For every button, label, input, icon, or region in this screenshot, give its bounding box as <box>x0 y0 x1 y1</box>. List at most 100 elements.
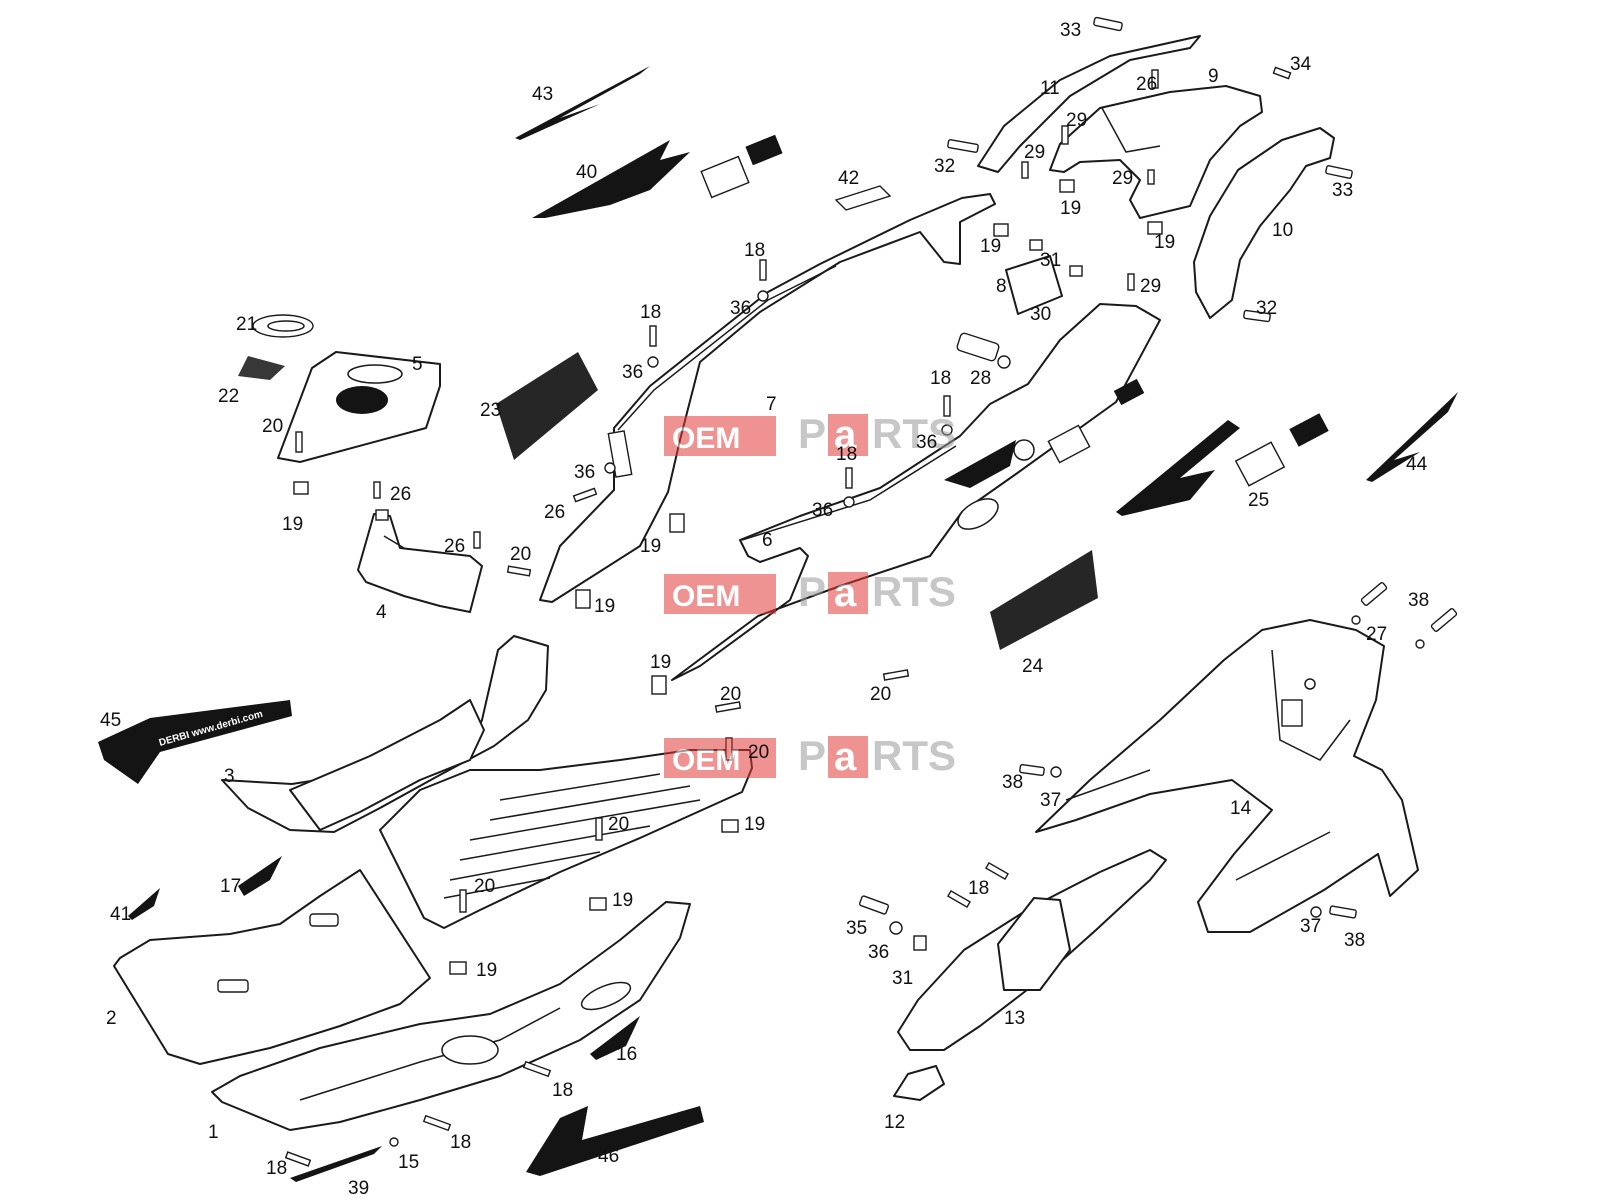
callout-31: 31 <box>1040 250 1061 271</box>
callout-7: 7 <box>766 394 777 415</box>
screw-18-h <box>985 861 1009 881</box>
screw-18-g <box>284 1151 312 1167</box>
callout-29: 29 <box>1112 168 1133 189</box>
decal-41 <box>128 888 160 920</box>
callout-10: 10 <box>1272 220 1293 241</box>
screw-20-a <box>506 565 532 577</box>
part-9-tail-cover <box>1049 85 1263 219</box>
watermark-2-a: a <box>834 571 857 615</box>
watermark-1-rts: RTS <box>872 410 956 457</box>
callout-21: 21 <box>236 314 257 335</box>
watermark-1: OEM P a RTS <box>664 410 956 457</box>
watermark-3-rts: RTS <box>872 732 956 779</box>
screw-33-top <box>1093 16 1123 32</box>
part-6-lower-panel <box>671 303 1161 681</box>
callout-14: 14 <box>1230 798 1252 819</box>
callout-18: 18 <box>968 878 989 899</box>
callout-20: 20 <box>510 544 531 565</box>
callout-44: 44 <box>1406 454 1428 475</box>
part-5-front-panel <box>277 351 441 463</box>
callout-36: 36 <box>916 432 937 453</box>
callout-22: 22 <box>218 386 239 407</box>
decal-42 <box>834 185 892 211</box>
callout-11: 11 <box>1040 78 1060 99</box>
decal-22 <box>238 356 285 380</box>
screw-18-c <box>943 395 951 417</box>
callout-20: 20 <box>720 684 741 705</box>
decal-21 <box>252 314 314 338</box>
decal-45: DERBI www.derbi.com <box>98 700 292 784</box>
callout-19: 19 <box>650 652 671 673</box>
callout-38: 38 <box>1344 930 1365 951</box>
washer-37-a <box>1050 766 1062 778</box>
watermark-3-a-block <box>828 736 868 778</box>
washer-27 <box>1351 615 1361 625</box>
screw-20-b <box>714 701 742 713</box>
washer-36-f <box>889 921 903 935</box>
screw-27 <box>1360 582 1388 606</box>
decal-43 <box>515 66 650 140</box>
callout-18: 18 <box>836 444 857 465</box>
watermark-2: OEM P a RTS <box>664 568 956 615</box>
callout-35: 35 <box>846 918 867 939</box>
callout-1: 1 <box>208 1122 219 1143</box>
watermark-2-block <box>664 574 776 614</box>
callout-17: 17 <box>220 876 241 897</box>
watermark-1-a: a <box>834 413 857 457</box>
screw-29-d <box>1127 273 1135 291</box>
clip-19-e <box>575 589 591 609</box>
callout-36: 36 <box>812 500 833 521</box>
part-13-inner-fender <box>897 849 1167 1051</box>
callout-31: 31 <box>892 968 913 989</box>
callout-18: 18 <box>930 368 951 389</box>
callout-40: 40 <box>576 162 597 183</box>
callout-26: 26 <box>544 502 565 523</box>
callout-36: 36 <box>730 298 751 319</box>
watermark-3-brand: OEM <box>672 744 740 777</box>
callout-8: 8 <box>996 276 1007 297</box>
clip-34 <box>1272 66 1292 80</box>
washer-36-c <box>941 424 953 436</box>
callout-19: 19 <box>980 236 1001 257</box>
screw-26-bracket <box>473 531 481 549</box>
washer-36-e <box>604 462 616 474</box>
callout-6: 6 <box>762 530 773 551</box>
callout-26: 26 <box>1136 74 1157 95</box>
clip-19-g <box>721 819 739 833</box>
part-28-lock <box>956 332 1011 369</box>
clip-19-d <box>669 513 685 533</box>
screw-29-b <box>1021 161 1029 179</box>
callout-29: 29 <box>1024 142 1045 163</box>
watermark-1-p: P <box>798 410 826 457</box>
callout-19: 19 <box>612 890 633 911</box>
screw-18-b <box>649 325 657 347</box>
callout-46: 46 <box>598 1146 619 1167</box>
clip-19-c <box>993 223 1009 237</box>
callout-20: 20 <box>262 416 283 437</box>
callout-33: 33 <box>1060 20 1081 41</box>
screw-18-f <box>422 1114 452 1132</box>
screw-32-right <box>1243 309 1271 323</box>
callout-33: 33 <box>1332 180 1353 201</box>
callout-19: 19 <box>1154 232 1175 253</box>
callout-37: 37 <box>1300 916 1321 937</box>
decal-23 <box>496 352 598 460</box>
callout-27: 27 <box>1366 624 1387 645</box>
washer-36-d <box>843 496 855 508</box>
watermark-1-a-block <box>828 414 868 456</box>
callout-13: 13 <box>1004 1008 1025 1029</box>
screw-38-c <box>1329 905 1357 919</box>
part-8-plate <box>1005 255 1063 315</box>
callout-25: 25 <box>1248 490 1269 511</box>
callout-3: 3 <box>224 766 235 787</box>
part-1-belly-pan <box>211 901 691 1131</box>
screw-26-top <box>1151 69 1159 89</box>
callout-38: 38 <box>1408 590 1429 611</box>
callout-30: 30 <box>1030 304 1051 325</box>
decal-24 <box>990 550 1098 650</box>
decal-17 <box>238 856 282 896</box>
callout-38: 38 <box>1002 772 1023 793</box>
screw-38-b <box>1019 763 1045 777</box>
screw-20-left <box>295 431 303 453</box>
callout-4: 4 <box>376 602 387 623</box>
